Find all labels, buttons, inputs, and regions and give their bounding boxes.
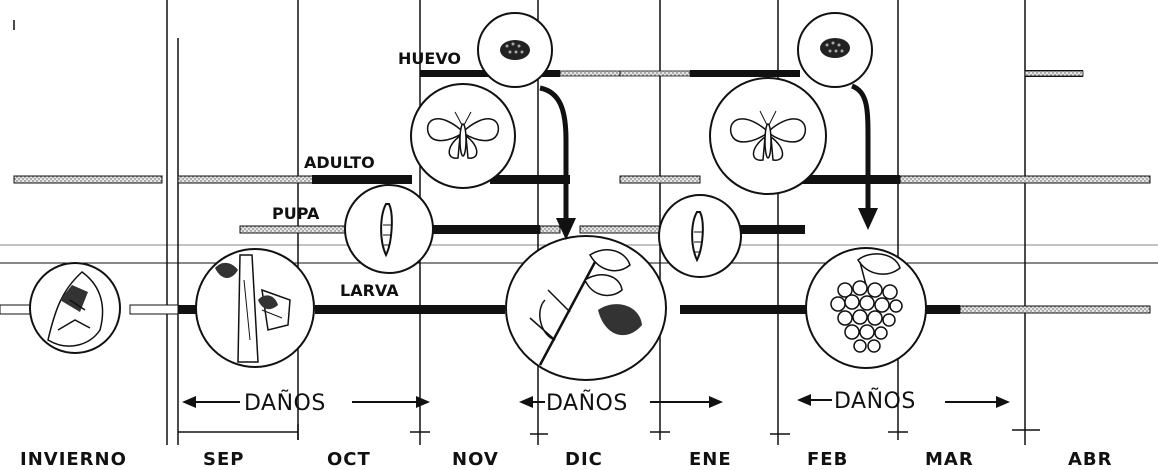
egg-cluster-icon — [478, 13, 552, 87]
damage-label: DAÑOS — [546, 389, 628, 416]
vine-flower-icon — [506, 236, 666, 380]
grape-bunch-icon — [806, 248, 926, 368]
month-label-invierno: INVIERNO — [20, 449, 127, 470]
month-label-feb: FEB — [807, 449, 848, 470]
vine-bud-icon — [196, 249, 314, 367]
adult-timeline — [14, 175, 1150, 184]
damage-label: DAÑOS — [834, 387, 916, 414]
moth-icon — [710, 78, 826, 194]
damage-span-1: DAÑOS — [182, 389, 430, 416]
month-label-nov: NOV — [452, 449, 499, 470]
stage-label-pupa: PUPA — [272, 204, 320, 223]
damage-label: DAÑOS — [244, 389, 326, 416]
damage-span-3: DAÑOS — [797, 387, 1010, 414]
month-label-dic: DIC — [565, 449, 603, 470]
vine-bark-icon — [30, 263, 120, 353]
month-label-ene: ENE — [689, 449, 732, 470]
month-label-sep: SEP — [203, 449, 244, 470]
egg-cluster-icon — [798, 13, 872, 87]
month-label-abr: ABR — [1068, 449, 1113, 470]
month-label-oct: OCT — [327, 449, 371, 470]
pupa-icon — [659, 195, 741, 277]
damage-span-2: DAÑOS — [519, 389, 723, 416]
month-labels: INVIERNO SEP OCT NOV DIC ENE FEB MAR ABR — [20, 449, 1113, 470]
arrowhead-icon — [858, 208, 878, 230]
stage-label-larva: LARVA — [340, 281, 399, 300]
stage-label-egg: HUEVO — [398, 49, 461, 68]
pupa-icon — [345, 185, 433, 273]
moth-icon — [411, 84, 515, 188]
month-label-mar: MAR — [925, 449, 974, 470]
month-axis — [178, 424, 1040, 440]
stage-label-adult: ADULTO — [304, 153, 375, 172]
